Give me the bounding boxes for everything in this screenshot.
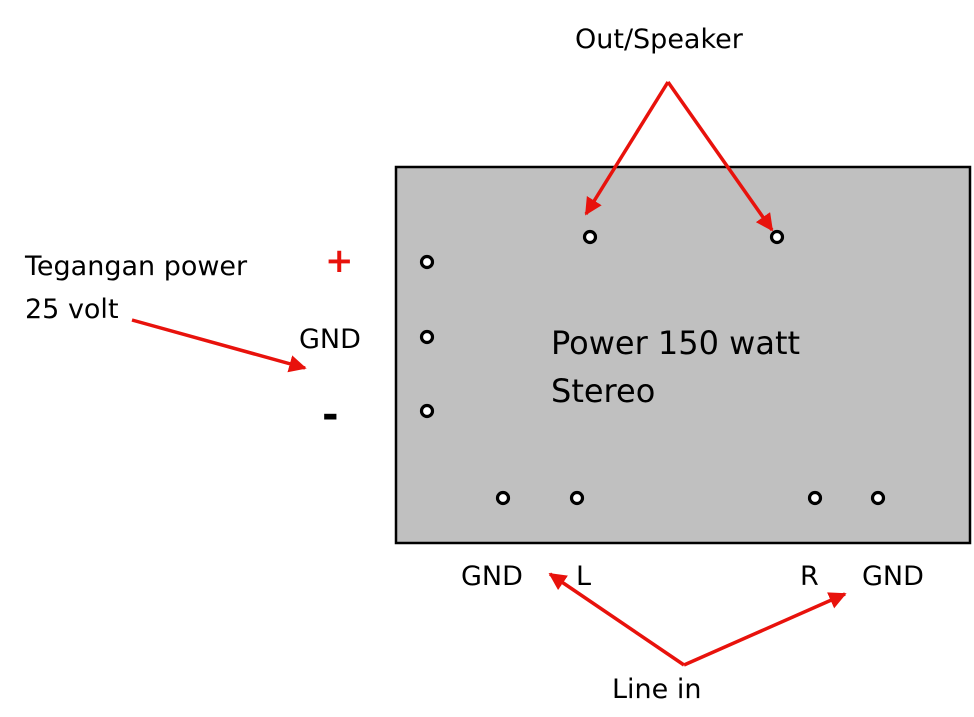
gnd-left-label: GND <box>461 561 523 592</box>
supply-minus-terminal <box>419 403 435 419</box>
line-in-arrow-left <box>548 572 685 667</box>
board-title-line1: Power 150 watt <box>551 324 800 362</box>
left-channel-label: L <box>576 561 591 592</box>
supply-voltage-label-line2: 25 volt <box>25 294 119 325</box>
supply-voltage-arrow <box>131 318 307 373</box>
board-title-line2: Stereo <box>551 372 655 410</box>
speaker-out-right-terminal <box>769 229 785 245</box>
out-speaker-label: Out/Speaker <box>575 24 744 55</box>
gnd-supply-label: GND <box>299 324 361 355</box>
right-channel-label: R <box>800 561 819 592</box>
line-in-right-terminal <box>807 490 823 506</box>
line-in-left-terminal <box>569 490 585 506</box>
supply-plus-terminal <box>419 254 435 270</box>
line-in-label: Line in <box>612 674 701 705</box>
amplifier-board <box>394 165 972 545</box>
line-in-gnd-right-terminal <box>870 490 886 506</box>
minus-symbol: - <box>322 392 339 438</box>
plus-symbol: + <box>325 241 354 281</box>
line-in-gnd-left-terminal <box>495 490 511 506</box>
out-speaker-arrow-right <box>666 80 774 232</box>
speaker-out-left-terminal <box>582 229 598 245</box>
supply-gnd-terminal <box>419 329 435 345</box>
gnd-right-label: GND <box>862 561 924 592</box>
out-speaker-arrow-left <box>584 81 670 216</box>
supply-voltage-label-line1: Tegangan power <box>24 251 248 282</box>
line-in-arrow-right <box>683 592 847 667</box>
